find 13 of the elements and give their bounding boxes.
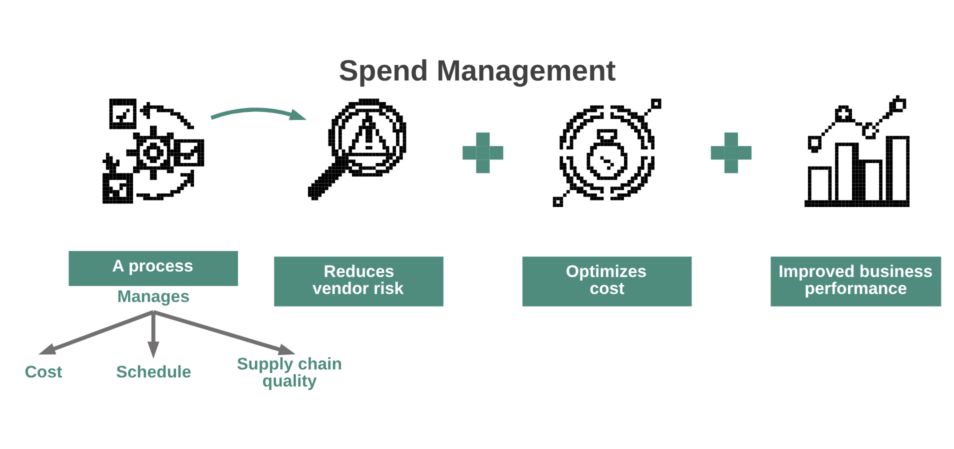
node-text: Supply chain quality	[236, 354, 342, 390]
arrow	[210, 108, 307, 120]
node-box: Reduces vendor risk	[274, 256, 444, 306]
arrow	[38, 310, 154, 355]
node-box: Improved business performance	[770, 256, 942, 306]
node-label: Manages	[117, 286, 190, 306]
node-box: A process	[68, 251, 238, 286]
node-box: Optimizes cost	[522, 256, 692, 306]
diagram-title: Spend Management	[338, 54, 616, 88]
arrow	[147, 312, 160, 359]
node-text: Cost	[24, 362, 62, 382]
arrow	[152, 310, 296, 356]
node-text: Schedule	[116, 362, 192, 382]
